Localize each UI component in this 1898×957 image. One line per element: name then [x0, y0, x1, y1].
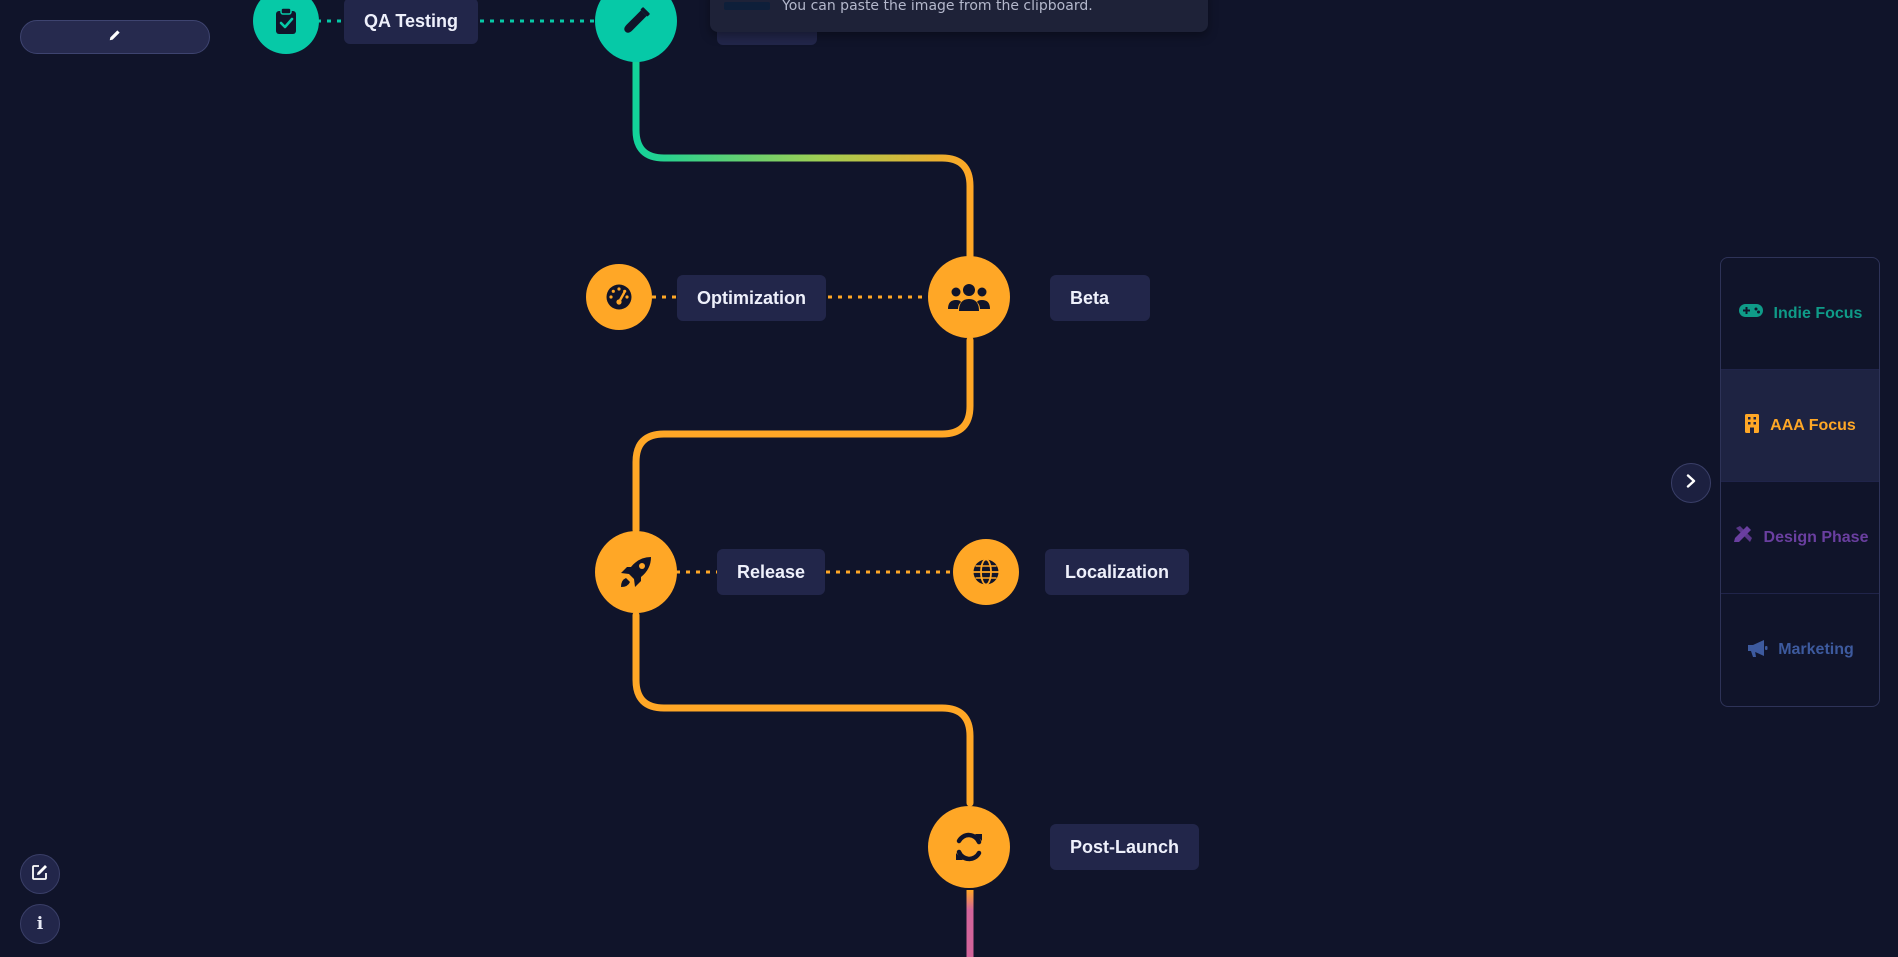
panel-collapse-button[interactable]	[1671, 463, 1711, 503]
label-qa-testing[interactable]: QA Testing	[344, 0, 478, 44]
speedometer-icon	[605, 283, 633, 311]
panel-item-label: Marketing	[1778, 641, 1854, 658]
panel-item-label: Design Phase	[1763, 528, 1869, 546]
label-release[interactable]: Release	[717, 549, 826, 595]
panel-item-aaa-focus[interactable]: AAA Focus	[1721, 370, 1879, 482]
panel-item-design-phase[interactable]: Design Phase	[1721, 482, 1879, 594]
globe-icon	[972, 558, 1000, 586]
panel-item-label: AAA Focus	[1770, 416, 1856, 434]
info-button[interactable]: i	[20, 904, 60, 944]
rocket-icon	[617, 553, 655, 591]
label-post-launch[interactable]: Post-Launch	[1050, 824, 1200, 870]
info-icon: i	[36, 914, 44, 934]
edit-button[interactable]	[20, 854, 60, 894]
test-tube-icon	[618, 3, 654, 39]
building-icon	[1744, 413, 1760, 438]
main-path-segment	[632, 58, 974, 260]
node-qa[interactable]	[253, 0, 319, 54]
panel-item-marketing[interactable]: Marketing	[1721, 594, 1879, 706]
node-localization[interactable]	[953, 539, 1019, 605]
image-thumbnail	[724, 2, 770, 10]
label-optimization[interactable]: Optimization	[677, 275, 826, 321]
hidden-label-fragment	[717, 30, 817, 45]
chevron-right-icon	[1685, 473, 1697, 493]
pencil-ruler-icon	[1732, 524, 1754, 551]
clipboard-check-icon	[274, 7, 298, 35]
panel-item-label: Indie Focus	[1773, 304, 1863, 322]
focus-panel: Indie Focus AAA Focus Design Phase	[1720, 257, 1880, 707]
node-post-launch[interactable]	[928, 806, 1010, 888]
toast-message: You can paste the image from the clipboa…	[782, 0, 1093, 14]
edit-mode-button[interactable]	[20, 20, 210, 54]
users-icon	[947, 281, 991, 313]
main-path-segment	[632, 336, 974, 534]
label-localization[interactable]: Localization	[1045, 549, 1190, 595]
panel-item-indie-focus[interactable]: Indie Focus	[1721, 258, 1879, 370]
main-path-segment	[632, 611, 974, 807]
node-release[interactable]	[595, 531, 677, 613]
refresh-icon	[952, 830, 986, 864]
label-beta[interactable]: Beta	[1050, 275, 1150, 321]
gamepad-icon	[1738, 302, 1764, 325]
node-optimization[interactable]	[586, 264, 652, 330]
megaphone-icon	[1746, 638, 1768, 663]
clipboard-toast: You can paste the image from the clipboa…	[710, 0, 1208, 32]
edit-icon	[31, 863, 49, 886]
node-beta[interactable]	[928, 256, 1010, 338]
pencil-icon	[108, 28, 122, 47]
